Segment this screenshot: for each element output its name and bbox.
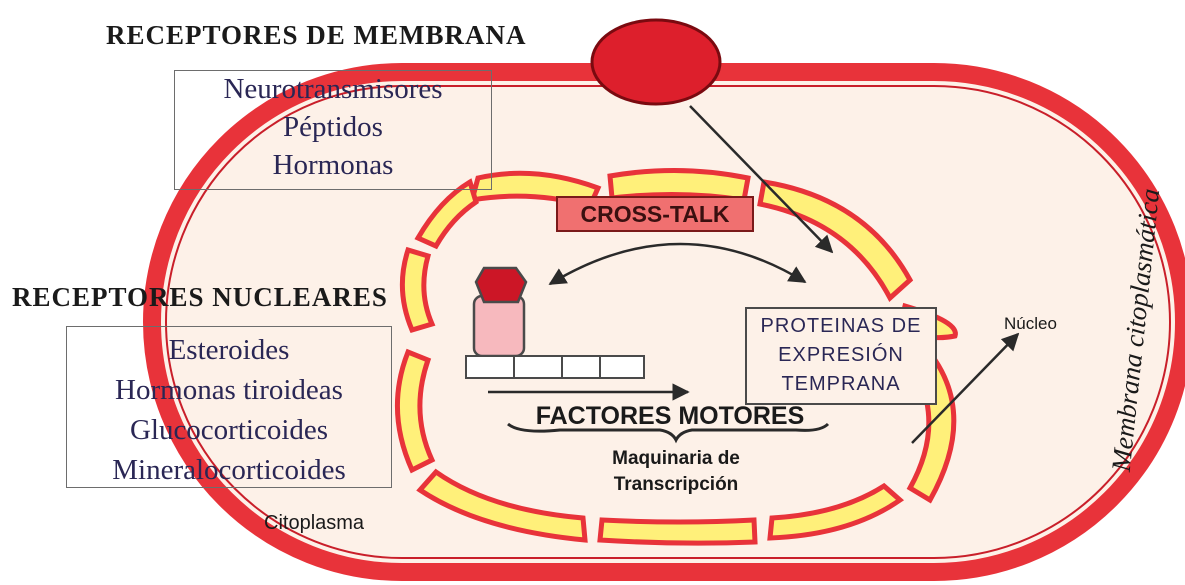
early-proteins-line: TEMPRANA — [781, 373, 901, 395]
nuclear-receptor-item: Esteroides — [168, 334, 290, 366]
membrane-receptors-box — [174, 70, 492, 190]
membrane-receptor — [590, 18, 722, 106]
nuclear-receptors-box — [66, 326, 392, 488]
nucleus-label: Núcleo — [1004, 314, 1057, 333]
nuclear-receptors-title: RECEPTORES NUCLEARES — [12, 282, 388, 312]
cross-talk-arrow — [548, 242, 807, 286]
receptor-to-proteins-arrow — [689, 105, 834, 254]
nuclear-receptor-item: Hormonas tiroideas — [115, 374, 343, 406]
early-proteins-line: EXPRESIÓN — [778, 344, 904, 366]
motor-factors-bracket — [507, 422, 830, 444]
cytoplasm-label: Citoplasma — [264, 512, 365, 534]
membrane-receptor-item: Neurotransmisores — [223, 73, 443, 105]
membrane-receptor-item: Péptidos — [283, 111, 383, 143]
nuclear-receptor-cap — [474, 266, 528, 304]
nucleus-exit-arrow — [911, 332, 1020, 444]
dna-strip — [465, 355, 645, 379]
nuclear-receptor-item: Glucocorticoides — [129, 414, 329, 446]
membrane-receptors-title: RECEPTORES DE MEMBRANA — [106, 20, 527, 50]
cross-talk-label: CROSS-TALK — [580, 201, 730, 227]
nuclear-receptor-item: Mineralocorticoides — [112, 454, 346, 486]
membrane-receptors-list: Neurotransmisores Péptidos Hormonas — [178, 70, 488, 184]
nuclear-receptor-body — [472, 294, 526, 358]
cross-talk-box — [556, 196, 754, 232]
transcription-line: Transcripción — [613, 474, 739, 495]
early-proteins-line: PROTEINAS DE — [760, 315, 922, 337]
early-proteins-box — [745, 307, 937, 405]
transcription-machinery-label: Maquinaria de Transcripción — [546, 446, 806, 498]
nuclear-receptors-list: Esteroides Hormonas tiroideas Glucocorti… — [68, 330, 390, 490]
motor-factors-label: FACTORES MOTORES — [535, 402, 805, 430]
membrane-receptor-item: Hormonas — [272, 149, 394, 181]
early-proteins-label: PROTEINAS DE EXPRESIÓN TEMPRANA — [746, 312, 936, 399]
transcription-line: Maquinaria de — [612, 448, 740, 469]
